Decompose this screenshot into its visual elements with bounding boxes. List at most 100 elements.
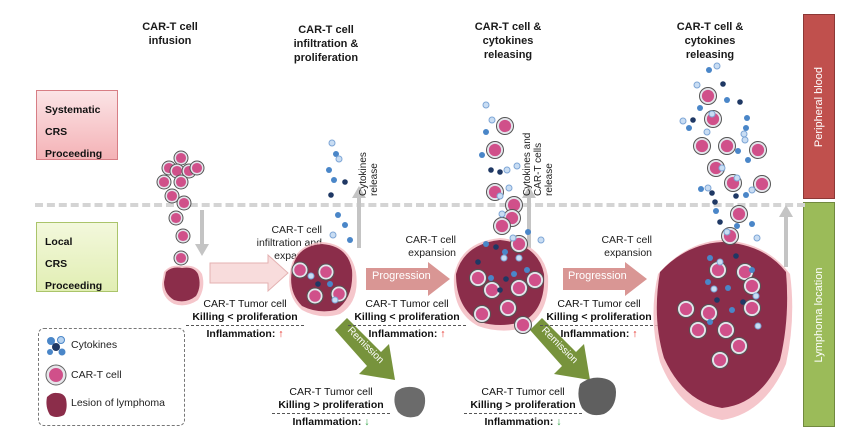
car-t-cell [173, 150, 189, 166]
cytokine [496, 192, 504, 200]
cytokine [708, 110, 716, 118]
cytokine [704, 184, 712, 192]
cytokine [735, 148, 741, 154]
cytokine [714, 297, 720, 303]
cytokine [503, 276, 509, 282]
cytokine [328, 139, 336, 147]
status-progression-2: CAR-T Tumor cell Killing < proliferation… [348, 298, 466, 341]
expansion-caption-1: CAR-T cell expansion [405, 234, 456, 259]
cytokine [497, 287, 503, 293]
car-t-cell [700, 304, 718, 322]
blood-lymph-divider [35, 203, 805, 207]
cytokine [342, 222, 348, 228]
infiltration-arrow [209, 253, 289, 293]
car-t-cell [730, 205, 748, 223]
status-remission-2: CAR-T Tumor cell Killing > proliferation… [464, 386, 582, 429]
cytokine [703, 128, 711, 136]
cytokine [479, 152, 485, 158]
car-t-cell [317, 263, 335, 281]
cytokine [482, 101, 490, 109]
lymphoma-lesion-small [162, 265, 204, 306]
cytokines-icon [47, 336, 66, 356]
car-t-cell [505, 196, 523, 214]
cytokine [734, 223, 740, 229]
stage-title-release-1: CAR-T cell & cytokines releasing [474, 21, 542, 61]
car-t-cell [175, 228, 191, 244]
cytokine [713, 208, 719, 214]
car-t-cell [486, 141, 504, 159]
progression-arrow-1 [366, 262, 450, 296]
cytokine [331, 177, 337, 183]
cytokine [328, 192, 334, 198]
car-t-cell [753, 175, 771, 193]
cytokine [745, 157, 751, 163]
status-progression-3: CAR-T Tumor cell Killing < proliferation… [540, 298, 658, 341]
expansion-caption-2: CAR-T cell expansion [601, 234, 652, 259]
car-t-cell [730, 337, 748, 355]
cytokine [475, 259, 481, 265]
status-progression-1: CAR-T Tumor cell Killing < proliferation… [186, 298, 304, 341]
cytokine [511, 271, 517, 277]
progression-label-1: Progression [372, 270, 431, 282]
stage-title-infusion: CAR-T cell infusion [142, 21, 198, 47]
car-t-cell [291, 261, 309, 279]
car-t-cell [514, 316, 532, 334]
cytokine [718, 164, 726, 172]
cytokine [697, 105, 703, 111]
legend-label-lesion: Lesion of lymphoma [71, 397, 165, 409]
car-t-cell [164, 188, 180, 204]
cytokine [693, 81, 701, 89]
inflammation-up-icon: ↑ [278, 328, 284, 340]
car-t-cell [176, 195, 192, 211]
cytokine [716, 258, 724, 266]
cytokine [740, 130, 748, 138]
remission-arrow-2 [530, 318, 590, 380]
car-t-cell [493, 217, 511, 235]
cytokine [327, 281, 333, 287]
cytokine [329, 231, 337, 239]
car-t-cell-icon [45, 364, 67, 386]
car-t-cell [736, 263, 754, 281]
cytokine [713, 62, 721, 70]
cytokine [502, 249, 508, 255]
cytokine [347, 237, 353, 243]
release-up-arrow-2 [522, 186, 536, 248]
car-t-cell [473, 305, 491, 323]
cytokine [737, 99, 743, 105]
cytokine [679, 117, 687, 125]
cytokine [524, 267, 530, 273]
car-t-cell [156, 174, 172, 190]
cytokine [733, 253, 739, 259]
car-t-cell [689, 321, 707, 339]
cytokine [488, 275, 494, 281]
cytokine [513, 162, 521, 170]
cytokine [754, 322, 762, 330]
stage-title-infiltration: CAR-T cell infiltration & proliferation [293, 24, 359, 64]
progression-label-2: Progression [568, 270, 627, 282]
cytokine [525, 229, 531, 235]
car-t-cell [743, 277, 761, 295]
cytokine [733, 174, 741, 182]
car-t-cell [749, 141, 767, 159]
car-t-cell [306, 287, 324, 305]
cytokine [707, 319, 713, 325]
car-t-cell [718, 137, 736, 155]
peripheral-blood-bar: Peripheral blood [803, 14, 835, 199]
cytokine [740, 299, 746, 305]
cytokine [690, 117, 696, 123]
car-t-cell [526, 271, 544, 289]
cytokine [706, 67, 712, 73]
lymphoma-lesion-icon [46, 392, 67, 417]
cytokine [741, 136, 749, 144]
car-t-cell [721, 227, 739, 245]
cytokine [723, 228, 731, 236]
cytokine [725, 285, 731, 291]
inflammation-down-icon: ↓ [364, 416, 370, 428]
stage-title-release-2: CAR-T cell & cytokines releasing [676, 21, 744, 61]
car-t-cell [699, 87, 717, 105]
cytokine [488, 167, 494, 173]
cytokine [315, 281, 321, 287]
inflammation-down-icon: ↓ [556, 416, 562, 428]
cytokine [717, 219, 723, 225]
cytokine [733, 193, 739, 199]
